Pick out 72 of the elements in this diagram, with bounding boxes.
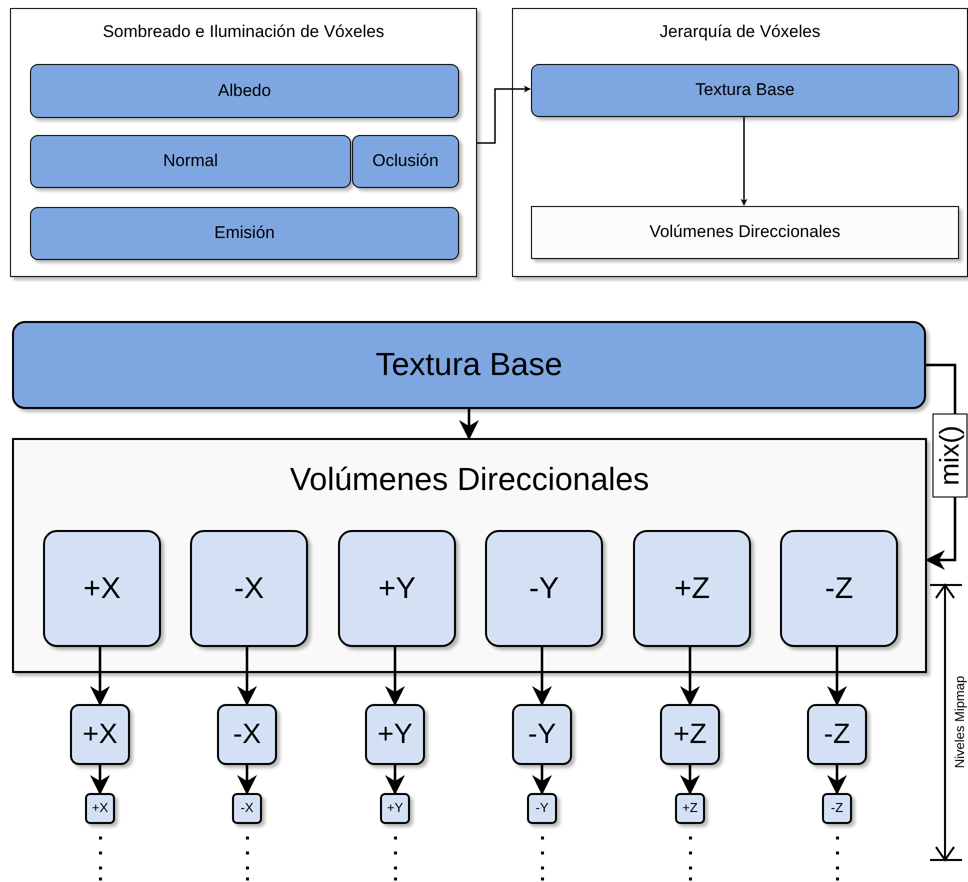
direction-box (822, 793, 852, 824)
direction-box (527, 793, 557, 824)
direction-box (485, 530, 603, 647)
direction-box (70, 704, 130, 765)
box-label: -Z (830, 801, 844, 816)
direction-box (365, 704, 425, 765)
box-label: Normal (163, 152, 218, 171)
box-label: +Y (378, 572, 416, 605)
arrow (237, 765, 257, 795)
panel-title: Volúmenes Direccionales (290, 462, 650, 498)
direction-box (43, 530, 161, 647)
arrow (532, 645, 552, 706)
direction-box (217, 704, 277, 765)
process-box (30, 135, 351, 188)
arrow (385, 765, 405, 795)
arrow (827, 645, 847, 706)
direction-box (675, 793, 705, 824)
arrow (90, 645, 110, 706)
box-label: Emisión (214, 224, 275, 243)
box-label: -X (240, 801, 254, 816)
box-label: +Y (377, 719, 413, 750)
panel (10, 8, 477, 277)
direction-box (338, 530, 456, 647)
arrow (827, 765, 847, 795)
box-label: Textura Base (376, 347, 562, 383)
box-label: -Y (536, 801, 548, 816)
process-box (352, 135, 459, 188)
direction-box (512, 704, 572, 765)
direction-box (660, 704, 720, 765)
arrow (532, 765, 552, 795)
arrow (90, 765, 110, 795)
box-label: +X (82, 719, 118, 750)
box-label: Textura Base (695, 81, 795, 100)
box-label: -Y (528, 719, 556, 750)
arrow (740, 116, 748, 206)
box-label: Albedo (218, 82, 271, 100)
arrow (459, 409, 479, 440)
box-label: -X (234, 572, 264, 605)
direction-box (232, 793, 262, 824)
direction-box (633, 530, 751, 647)
box-label: -Z (824, 719, 850, 750)
box-label: +Y (386, 801, 404, 816)
box-label: +Z (674, 572, 710, 605)
panel (512, 8, 968, 277)
box-label: Oclusión (372, 152, 439, 171)
panel-title: Sombreado e Iluminación de Vóxeles (102, 23, 384, 42)
arrow (237, 645, 257, 706)
panel (12, 438, 927, 673)
direction-box (780, 530, 898, 647)
box-label: -Z (824, 572, 854, 605)
box-label: Volúmenes Direccionales (650, 223, 840, 242)
panel-title: Jerarquía de Vóxeles (660, 23, 820, 42)
direction-box (380, 793, 410, 824)
box-label: +Z (682, 801, 698, 816)
process-box (12, 321, 926, 409)
edge-label: mix() (932, 413, 968, 497)
box-label: -Y (529, 572, 559, 605)
process-box (531, 206, 959, 259)
box-label: +X (83, 572, 121, 605)
arrow (477, 86, 531, 144)
process-box (30, 64, 459, 118)
arrow (385, 645, 405, 706)
box-label: +X (92, 801, 108, 816)
box-label: -X (233, 719, 261, 750)
direction-box (85, 793, 115, 824)
direction-box (190, 530, 308, 647)
process-box (531, 64, 959, 117)
arrow (680, 645, 700, 706)
arrow (680, 765, 700, 795)
direction-box (807, 704, 867, 765)
process-box (30, 207, 459, 260)
box-label: +Z (673, 719, 707, 750)
